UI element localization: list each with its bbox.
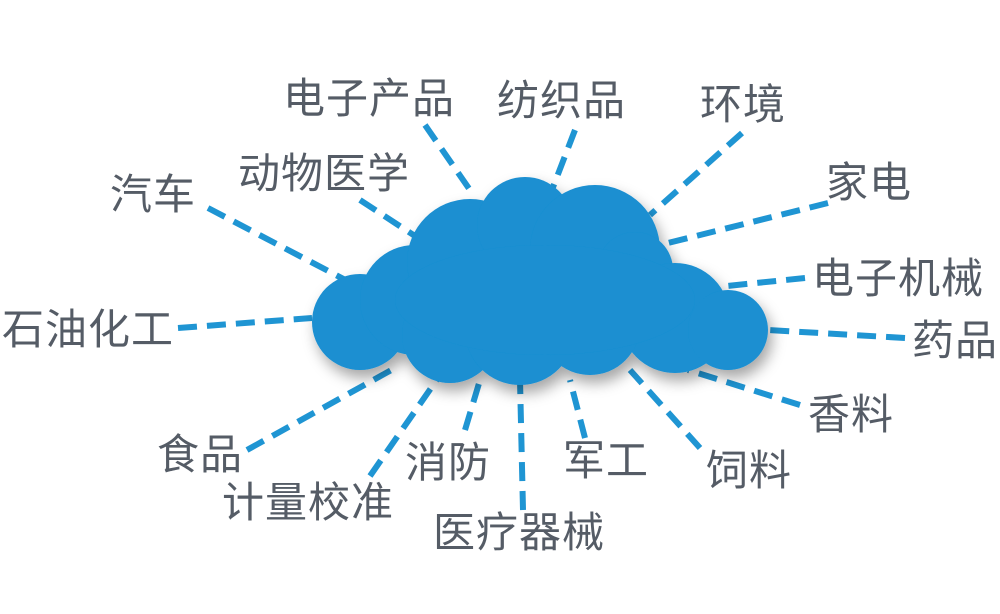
label-medical-devices: 医疗器械	[433, 508, 606, 557]
connector-automotive	[206, 205, 357, 288]
connector-metrology	[367, 376, 441, 478]
label-textiles: 纺织品	[497, 76, 627, 125]
label-home-appliances: 家电	[826, 158, 913, 207]
label-food: 食品	[157, 430, 244, 479]
label-electromechanical: 电子机械	[812, 254, 985, 303]
cloud-shape	[312, 177, 768, 385]
label-animal-medicine: 动物医学	[238, 149, 411, 198]
connector-home-appliances	[667, 200, 829, 246]
label-pharmaceuticals: 药品	[912, 316, 999, 365]
label-environment: 环境	[700, 80, 787, 129]
connector-pharmaceuticals	[767, 327, 906, 341]
connector-fragrance	[687, 367, 801, 408]
label-electronics: 电子产品	[283, 74, 456, 123]
label-automotive: 汽车	[110, 170, 197, 219]
label-metrology: 计量校准	[222, 478, 395, 527]
connector-feed	[627, 367, 703, 451]
label-petrochemical: 石油化工	[2, 305, 175, 354]
connector-military	[567, 379, 588, 439]
label-military: 军工	[563, 436, 650, 485]
connector-medical-devices	[517, 379, 526, 511]
connector-fire-protection	[462, 379, 483, 431]
label-fire-protection: 消防	[405, 438, 492, 487]
connector-environment	[648, 130, 744, 218]
label-fragrance: 香料	[808, 390, 895, 439]
connector-electronics	[422, 123, 473, 192]
connector-food	[245, 365, 397, 453]
connector-textiles	[547, 128, 578, 197]
connector-petrochemical	[177, 315, 313, 331]
connector-animal-medicine	[358, 197, 420, 241]
label-feed: 饲料	[706, 446, 793, 495]
